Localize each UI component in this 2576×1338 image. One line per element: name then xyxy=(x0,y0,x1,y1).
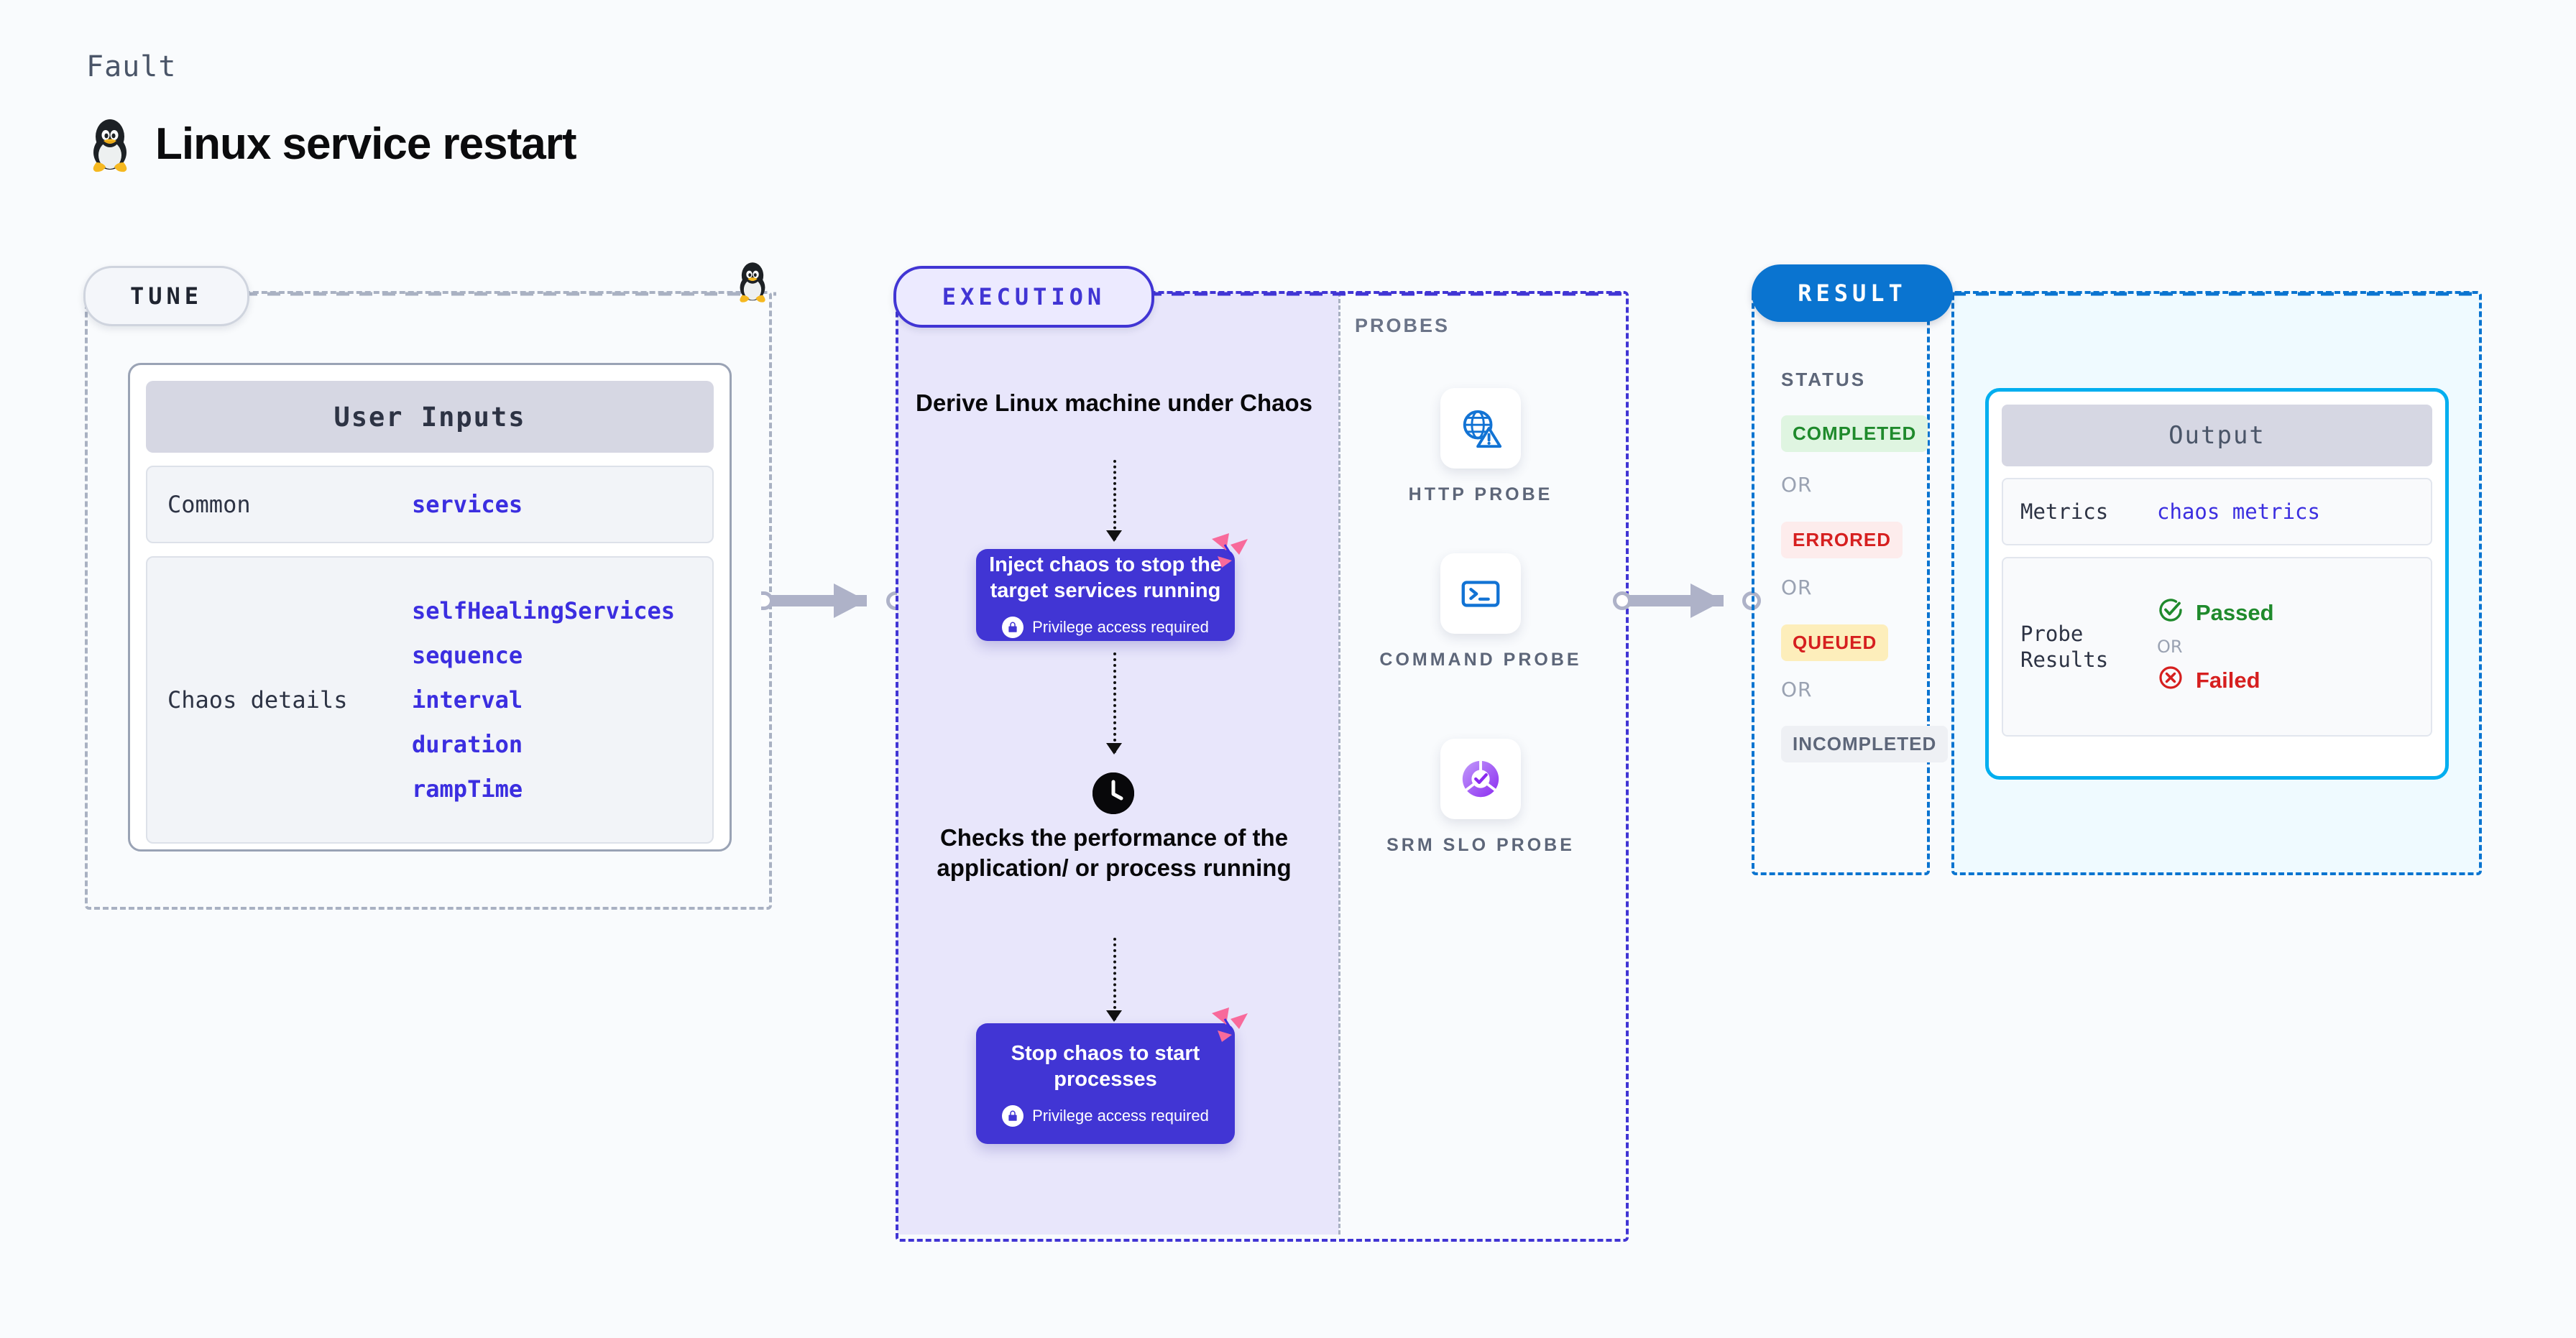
check-circle-icon xyxy=(2157,596,2184,629)
connector-start-node xyxy=(1613,591,1632,610)
or-separator: OR xyxy=(2157,637,2183,657)
user-inputs-card: User Inputs Common services Chaos detail… xyxy=(128,363,732,852)
output-row-key: Probe Results xyxy=(2020,621,2109,672)
harness-logo-icon xyxy=(1208,529,1252,573)
connector-tune-to-execution xyxy=(768,583,897,618)
output-card: Output Metrics chaos metrics Probe Resul… xyxy=(1985,388,2449,780)
probe-result-failed-label: Failed xyxy=(2196,668,2260,693)
connector-start-node xyxy=(761,591,773,610)
or-separator: OR xyxy=(1781,576,1813,599)
tune-row-values: selfHealingServices sequence interval du… xyxy=(412,597,675,803)
privilege-note: Privilege access required xyxy=(1002,1105,1209,1127)
probe-result-values: Passed OR Failed xyxy=(2157,596,2274,697)
tune-row-key: Chaos details xyxy=(167,686,348,714)
tune-row-values: services xyxy=(412,491,523,518)
or-separator: OR xyxy=(1781,473,1813,497)
tune-row-common: Common services xyxy=(146,466,714,543)
globe-warning-icon xyxy=(1440,388,1521,469)
slo-donut-check-icon xyxy=(1440,739,1521,819)
tune-value-interval[interactable]: interval xyxy=(412,686,523,714)
tune-row-key: Common xyxy=(167,491,251,518)
execution-block-title: Inject chaos to stop the target services… xyxy=(989,553,1222,602)
privilege-note: Privilege access required xyxy=(1002,617,1209,639)
fault-title-row: Linux service restart xyxy=(86,115,577,172)
flow-arrow-3 xyxy=(1106,938,1122,1022)
fault-kicker-label: Fault xyxy=(86,50,177,83)
tune-value-sequence[interactable]: sequence xyxy=(412,642,523,669)
or-separator: OR xyxy=(1781,678,1813,701)
probe-result-passed-label: Passed xyxy=(2196,600,2274,625)
status-badge-errored: ERRORED xyxy=(1781,522,1903,558)
linux-penguin-icon xyxy=(86,115,134,172)
execution-stage-pill[interactable]: EXECUTION xyxy=(893,266,1154,328)
terminal-prompt-icon xyxy=(1440,553,1521,634)
status-badge-completed: COMPLETED xyxy=(1781,415,1928,452)
status-badge-queued: QUEUED xyxy=(1781,624,1889,661)
tune-value-services[interactable]: services xyxy=(412,491,523,518)
tune-stage-pill[interactable]: TUNE xyxy=(83,266,249,326)
output-row-key: Metrics xyxy=(2020,499,2109,524)
probe-item-http[interactable]: HTTP PROBE xyxy=(1366,388,1596,507)
output-value-chaos-metrics[interactable]: chaos metrics xyxy=(2157,499,2320,524)
probe-result-failed: Failed xyxy=(2157,664,2274,697)
privilege-note-label: Privilege access required xyxy=(1032,1107,1209,1125)
privilege-note-label: Privilege access required xyxy=(1032,618,1209,637)
status-badge-incompleted: INCOMPLETED xyxy=(1781,726,1949,762)
probes-section-label: PROBES xyxy=(1355,315,1450,336)
tune-value-duration[interactable]: duration xyxy=(412,731,523,758)
clock-icon xyxy=(1092,772,1134,814)
tune-row-chaos-details: Chaos details selfHealingServices sequen… xyxy=(146,556,714,844)
output-row-probe-results: Probe Results Passed OR xyxy=(2002,557,2432,737)
probe-item-command[interactable]: COMMAND PROBE xyxy=(1366,553,1596,673)
execution-block-title: Stop chaos to start processes xyxy=(1011,1041,1200,1091)
execution-block-inject-chaos[interactable]: Inject chaos to stop the target services… xyxy=(976,533,1248,641)
probe-result-passed: Passed xyxy=(2157,596,2274,629)
execution-block-stop-chaos[interactable]: Stop chaos to start processes Privilege … xyxy=(976,1007,1248,1144)
tune-value-selfhealingservices[interactable]: selfHealingServices xyxy=(412,597,676,624)
execution-section-box xyxy=(896,291,1629,1242)
linux-penguin-corner-icon xyxy=(735,259,770,307)
lock-icon xyxy=(1002,617,1024,639)
output-card-header: Output xyxy=(2002,405,2432,466)
x-circle-icon xyxy=(2157,664,2184,697)
probe-label: COMMAND PROBE xyxy=(1379,650,1582,670)
execution-step-checks-title: Checks the performance of the applicatio… xyxy=(937,824,1292,882)
connector-execution-to-result xyxy=(1626,583,1755,618)
user-inputs-header: User Inputs xyxy=(146,381,714,453)
probe-label: SRM SLO PROBE xyxy=(1386,835,1575,855)
status-label: STATUS xyxy=(1781,369,1867,390)
probes-divider xyxy=(1338,292,1340,1235)
output-row-metrics: Metrics chaos metrics xyxy=(2002,478,2432,545)
result-stage-pill[interactable]: RESULT xyxy=(1752,264,1953,322)
execution-step-derive-title: Derive Linux machine under Chaos xyxy=(916,389,1312,416)
result-pill-link xyxy=(1953,292,2476,296)
tune-value-ramptime[interactable]: rampTime xyxy=(412,775,523,803)
lock-icon xyxy=(1002,1105,1024,1127)
probe-label: HTTP PROBE xyxy=(1408,484,1553,504)
tune-pill-link xyxy=(244,292,776,296)
flow-arrow-2 xyxy=(1106,652,1122,755)
harness-logo-icon xyxy=(1208,1003,1252,1048)
probe-item-srm-slo[interactable]: SRM SLO PROBE xyxy=(1366,739,1596,858)
execution-pill-link xyxy=(1149,292,1623,296)
flow-arrow-1 xyxy=(1106,460,1122,542)
page-title: Linux service restart xyxy=(155,119,577,169)
